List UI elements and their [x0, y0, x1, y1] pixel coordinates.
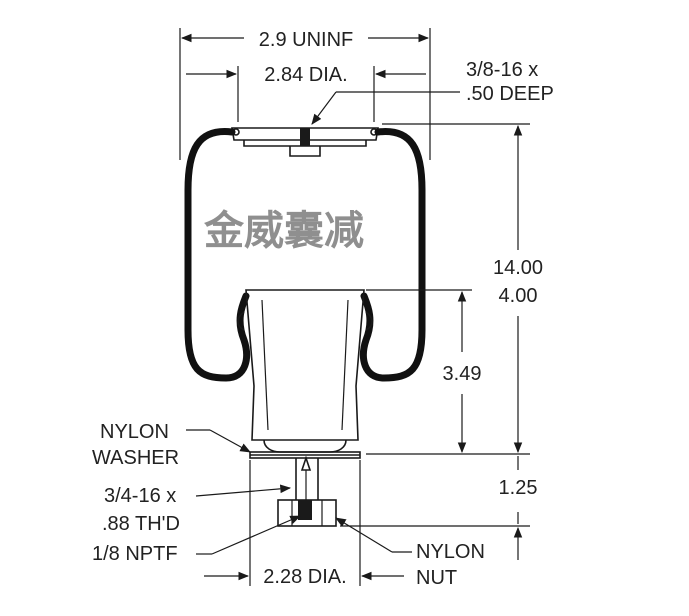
bottom-diameter-label: 2.28 DIA. [263, 566, 346, 588]
top-thread-line2: .50 DEEP [466, 83, 554, 105]
dimension-piston-height: 3.49 [366, 289, 482, 454]
callout-nylon-nut: NYLON NUT [335, 517, 485, 589]
nylon-nut-line2: NUT [416, 567, 457, 589]
callout-nylon-washer: NYLON WASHER [92, 421, 251, 469]
stud-thread-line1: 3/4-16 x [104, 485, 176, 507]
callout-top-thread: 3/8-16 x .50 DEEP [311, 59, 554, 125]
piston-height-label: 3.49 [443, 363, 482, 385]
dimension-overall-height: 14.00 4.00 [366, 123, 543, 455]
nylon-washer-line1: NYLON [100, 421, 169, 443]
watermark-text: 金威囊减 [203, 208, 364, 254]
top-bead-plate [231, 127, 379, 157]
stud-length-label: 1.25 [499, 477, 538, 499]
dimension-stud-length: 1.25 [340, 456, 537, 560]
overall-height-label: 14.00 [493, 257, 543, 279]
nylon-washer-line2: WASHER [92, 447, 179, 469]
dimension-bottom-diameter: 2.28 DIA. [204, 460, 404, 588]
port-label: 1/8 NPTF [92, 543, 178, 565]
nylon-nut-line1: NYLON [416, 541, 485, 563]
dimension-top-diameter: 2.84 DIA. [186, 64, 426, 122]
callout-port: 1/8 NPTF [92, 515, 301, 565]
dimension-top-width: 2.9 UNINF [179, 28, 431, 160]
rubber-bellows [184, 128, 426, 382]
stud-and-nylon-nut [277, 455, 337, 527]
piston [245, 289, 365, 459]
top-diameter-label: 2.84 DIA. [264, 64, 347, 86]
callout-stud-thread: 3/4-16 x .88 TH'D [102, 484, 292, 535]
top-width-label: 2.9 UNINF [259, 29, 353, 51]
stud-thread-line2: .88 TH'D [102, 513, 180, 535]
top-thread-line1: 3/8-16 x [466, 59, 538, 81]
min-height-label: 4.00 [499, 285, 538, 307]
